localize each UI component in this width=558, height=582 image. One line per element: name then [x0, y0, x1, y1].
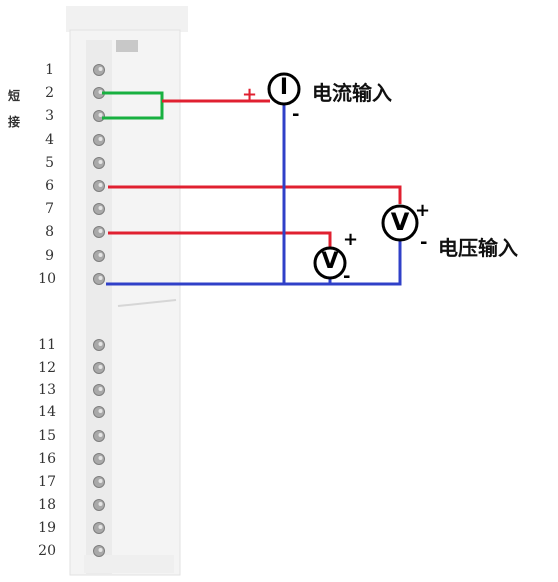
voltage-2-minus-sign: - — [420, 232, 428, 253]
terminal-screw-highlight-2 — [98, 90, 103, 94]
pin-number-12: 12 — [38, 360, 56, 376]
terminal-screw-highlight-11 — [98, 342, 103, 346]
pin-number-7: 7 — [45, 201, 54, 217]
current-input-label: 电流输入 — [312, 81, 392, 105]
pin-number-3: 3 — [45, 108, 54, 124]
voltage-meter-2-symbol: V — [390, 208, 410, 236]
terminal-screw-highlight-14 — [98, 409, 103, 413]
terminal-screw-highlight-1 — [98, 67, 103, 71]
terminal-screw-highlight-19 — [98, 525, 103, 529]
voltage-meter-1-symbol: V — [321, 249, 339, 274]
pin-number-14: 14 — [38, 404, 56, 420]
current-meter-circle — [267, 72, 301, 106]
pin-number-1: 1 — [45, 62, 54, 78]
terminal-screw-highlight-5 — [98, 160, 103, 164]
terminal-release-tab — [116, 40, 138, 52]
terminal-screw-highlight-8 — [98, 229, 103, 233]
terminal-screws — [93, 64, 105, 557]
short-note-char-2: 接 — [8, 115, 21, 129]
short-note-char-1: 短 — [8, 89, 21, 103]
terminal-screw-highlight-17 — [98, 479, 103, 483]
pin-number-2: 2 — [45, 85, 54, 101]
terminal-block-foot — [84, 555, 174, 573]
terminal-screw-highlight-20 — [98, 548, 103, 552]
terminal-block-top-cap — [66, 6, 188, 32]
terminal-screw-highlight-9 — [98, 253, 103, 257]
voltage-input-label: 电压输入 — [438, 236, 518, 260]
terminal-screw-highlight-15 — [98, 433, 103, 437]
terminal-screw-highlight-12 — [98, 365, 103, 369]
pin-number-16: 16 — [38, 451, 56, 467]
common-return-wire — [106, 240, 402, 286]
voltage-meter-2-circle — [381, 204, 419, 242]
current-plus-sign: + — [242, 84, 258, 105]
pin-number-10: 10 — [38, 271, 56, 287]
voltage-1-plus-sign: + — [343, 229, 359, 250]
terminal-block-divider — [117, 299, 177, 307]
voltage-2-plus-sign: + — [415, 200, 431, 221]
terminal-screw-highlight-16 — [98, 456, 103, 460]
current-minus-sign: - — [292, 104, 300, 125]
voltage-2-plus-wire — [108, 185, 402, 204]
terminal-screw-highlight-10 — [98, 276, 103, 280]
terminal-screw-highlight-6 — [98, 183, 103, 187]
short-link-wire — [102, 91, 164, 120]
pin-number-9: 9 — [45, 248, 54, 264]
pin-number-6: 6 — [45, 178, 54, 194]
pin-number-5: 5 — [45, 155, 54, 171]
pin-number-4: 4 — [45, 132, 54, 148]
pin-number-8: 8 — [45, 224, 54, 240]
terminal-screw-highlight-13 — [98, 387, 103, 391]
pin-number-18: 18 — [38, 497, 56, 513]
terminal-screw-highlight-18 — [98, 502, 103, 506]
terminal-screw-highlight-4 — [98, 137, 103, 141]
pin-number-17: 17 — [38, 474, 56, 490]
current-meter-symbol: I — [279, 75, 289, 100]
pin-number-15: 15 — [38, 428, 56, 444]
terminal-screw-highlight-3 — [98, 113, 103, 117]
pin-number-19: 19 — [38, 520, 56, 536]
pin-number-20: 20 — [38, 543, 56, 559]
terminal-screw-highlight-7 — [98, 206, 103, 210]
terminal-block — [66, 6, 188, 576]
voltage-meter-1-circle — [313, 246, 347, 280]
voltage-1-minus-sign: - — [343, 266, 351, 287]
voltage-1-plus-wire — [108, 231, 332, 248]
pin-number-11: 11 — [38, 337, 56, 353]
pin-number-13: 13 — [38, 382, 56, 398]
